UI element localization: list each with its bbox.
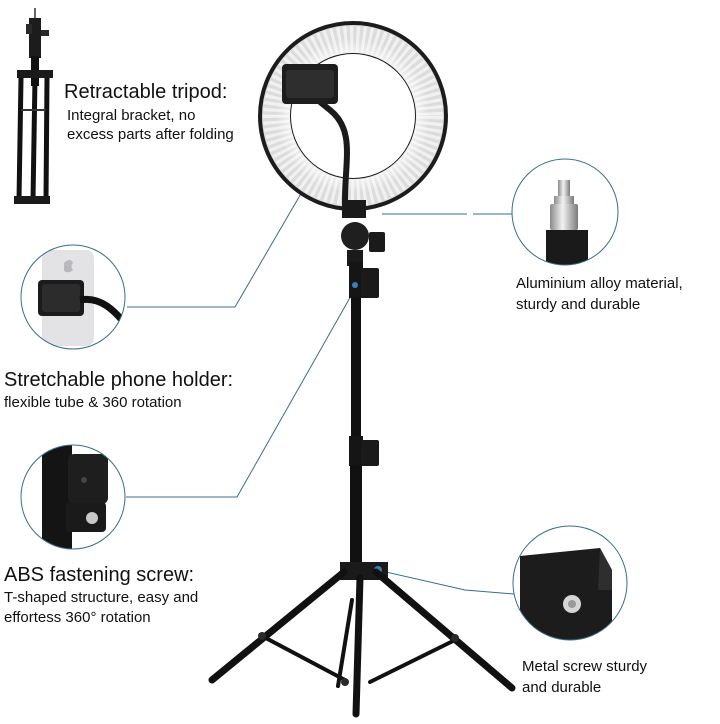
fastening-screw-desc-line1: T-shaped structure, easy and <box>4 589 199 606</box>
aluminium-desc-line1: Aluminium alloy material, <box>516 275 683 292</box>
metal-screw-desc-line2: and durable <box>522 679 602 696</box>
folded-tripod-image <box>14 8 53 204</box>
callout-line-metal <box>376 569 515 595</box>
callout-line-screw <box>126 286 357 498</box>
detail-circle-fastening-screw <box>20 444 126 550</box>
tripod-desc-line2: excess parts after folding <box>67 126 234 143</box>
tripod-desc-line1: Integral bracket, no <box>67 107 196 124</box>
metal-screw-desc-line1: Metal screw sturdy <box>522 658 648 675</box>
tripod-title: Retractable tripod: <box>64 81 228 103</box>
phone-holder <box>282 64 350 201</box>
detail-circle-metal-screw <box>512 525 628 641</box>
detail-circle-aluminium <box>511 158 619 266</box>
fastening-screw-desc-line2: effortess 360° rotation <box>4 609 151 626</box>
aluminium-desc-line2: sturdy and durable <box>516 296 641 313</box>
ring-light <box>258 21 448 211</box>
detail-circle-phone-holder <box>20 244 126 350</box>
fastening-screw-title: ABS fastening screw: <box>4 564 195 586</box>
stand-pole <box>340 262 388 580</box>
phone-holder-title: Stretchable phone holder: <box>4 369 234 391</box>
ball-head <box>341 200 385 266</box>
tripod-legs <box>208 568 516 718</box>
phone-holder-desc: flexible tube & 360 rotation <box>4 394 182 411</box>
